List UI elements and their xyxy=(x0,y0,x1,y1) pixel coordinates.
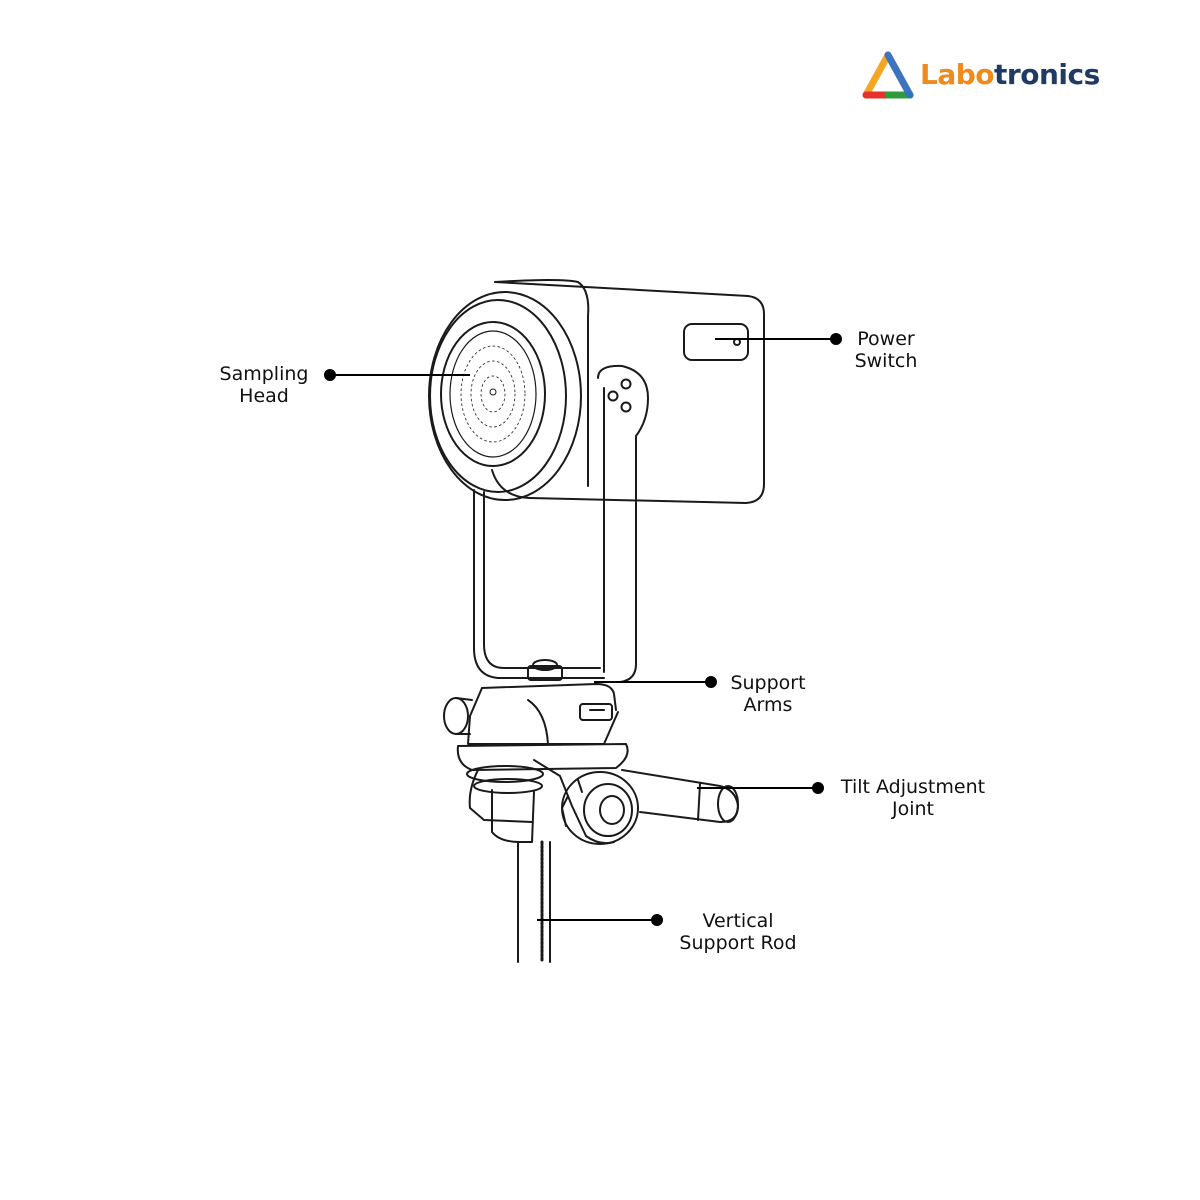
clamp-ring-upper xyxy=(466,765,544,783)
tilt-head-side-knob xyxy=(443,697,469,735)
leader-dot-power-switch xyxy=(830,333,842,345)
clamp-collar xyxy=(456,743,629,771)
label-power-switch-line-2: Switch xyxy=(854,350,918,372)
label-sampling-head: Sampling Head xyxy=(208,363,320,407)
bracket-plate xyxy=(597,364,649,683)
label-power-switch-line-1: Power xyxy=(857,328,915,350)
sampling-head-inner-ring xyxy=(440,321,546,467)
brand-name-part2: tronics xyxy=(994,58,1100,91)
triangle-logo-icon xyxy=(862,51,914,99)
bracket-bolt-1 xyxy=(620,378,632,390)
label-support-arms-line-2: Arms xyxy=(743,694,793,716)
label-support-rod-line-2: Support Rod xyxy=(679,932,797,954)
tilt-head-top xyxy=(481,683,617,711)
sampling-head-outer-ring-inner xyxy=(429,299,567,493)
brand-name-part1: Labo xyxy=(920,58,995,91)
power-switch-slot xyxy=(683,323,749,361)
brand-name: Labotronics xyxy=(920,61,1100,89)
leader-dot-sampling-head xyxy=(324,369,336,381)
label-tilt-joint-line-1: Tilt Adjustment xyxy=(840,776,986,798)
clamp-base xyxy=(491,789,535,843)
brand-logo: Labotronics xyxy=(862,50,1100,100)
label-sampling-head-line-1: Sampling xyxy=(219,363,309,385)
label-tilt-joint-line-2: Joint xyxy=(892,798,934,820)
label-support-rod: Vertical Support Rod xyxy=(664,910,812,954)
tilt-knob-inner xyxy=(583,783,633,837)
tilt-handle-end xyxy=(717,785,739,823)
housing-top-edge xyxy=(494,279,590,317)
label-sampling-head-line-2: Head xyxy=(239,385,289,407)
support-arm-left xyxy=(473,489,605,679)
clamp-ring-lower xyxy=(473,778,543,794)
leader-dot-support-arms xyxy=(705,676,717,688)
mount-screw xyxy=(532,659,558,671)
label-support-rod-line-1: Vertical xyxy=(702,910,774,932)
tilt-head-lock xyxy=(579,703,613,721)
sampling-head-grille xyxy=(449,330,537,458)
leader-dot-support-rod xyxy=(651,914,663,926)
label-support-arms: Support Arms xyxy=(718,672,818,716)
label-tilt-joint: Tilt Adjustment Joint xyxy=(826,776,1000,820)
housing-body xyxy=(491,281,765,504)
label-support-arms-line-1: Support xyxy=(730,672,806,694)
bracket-bolt-3 xyxy=(620,401,632,413)
leader-dot-tilt-joint xyxy=(812,782,824,794)
label-power-switch: Power Switch xyxy=(842,328,930,372)
mount-screw-base xyxy=(527,665,563,681)
bracket-bolt-2 xyxy=(607,390,619,402)
